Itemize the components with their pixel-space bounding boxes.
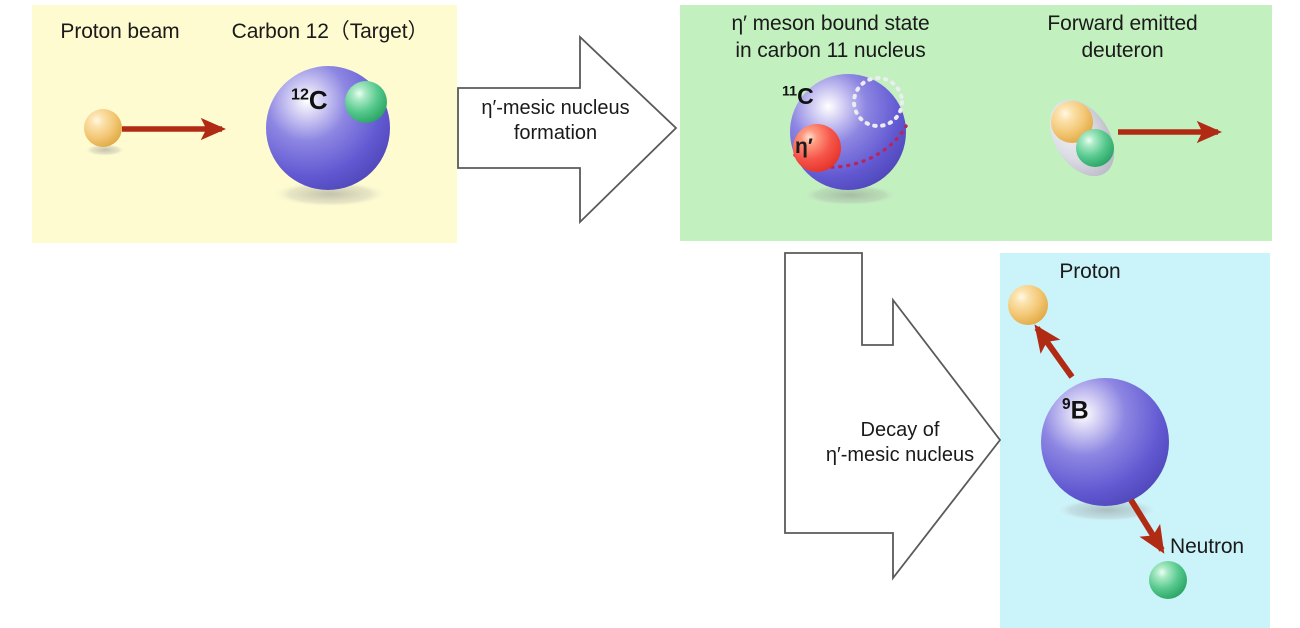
label-proton-beam: Proton beam: [60, 20, 180, 43]
panel-decay-products: [1000, 253, 1270, 628]
arrow-decay-shape: [784, 252, 1002, 581]
label-emitted-proton: Proton: [1059, 260, 1121, 283]
panel-bound-state: [680, 5, 1272, 241]
label-carbon-12-target: Carbon 12（Target）: [231, 20, 429, 43]
label-arrow-decay: Decay of η′-mesic nucleus: [825, 419, 975, 466]
label-forward-emitted-deuteron: Forward emitted deuteron: [1047, 12, 1198, 62]
label-arrow-formation: η′-mesic nucleus formation: [481, 97, 630, 144]
label-eta-prime-bound-state: η′ meson bound state in carbon 11 nucleu…: [731, 12, 930, 62]
label-emitted-neutron: Neutron: [1170, 535, 1245, 558]
